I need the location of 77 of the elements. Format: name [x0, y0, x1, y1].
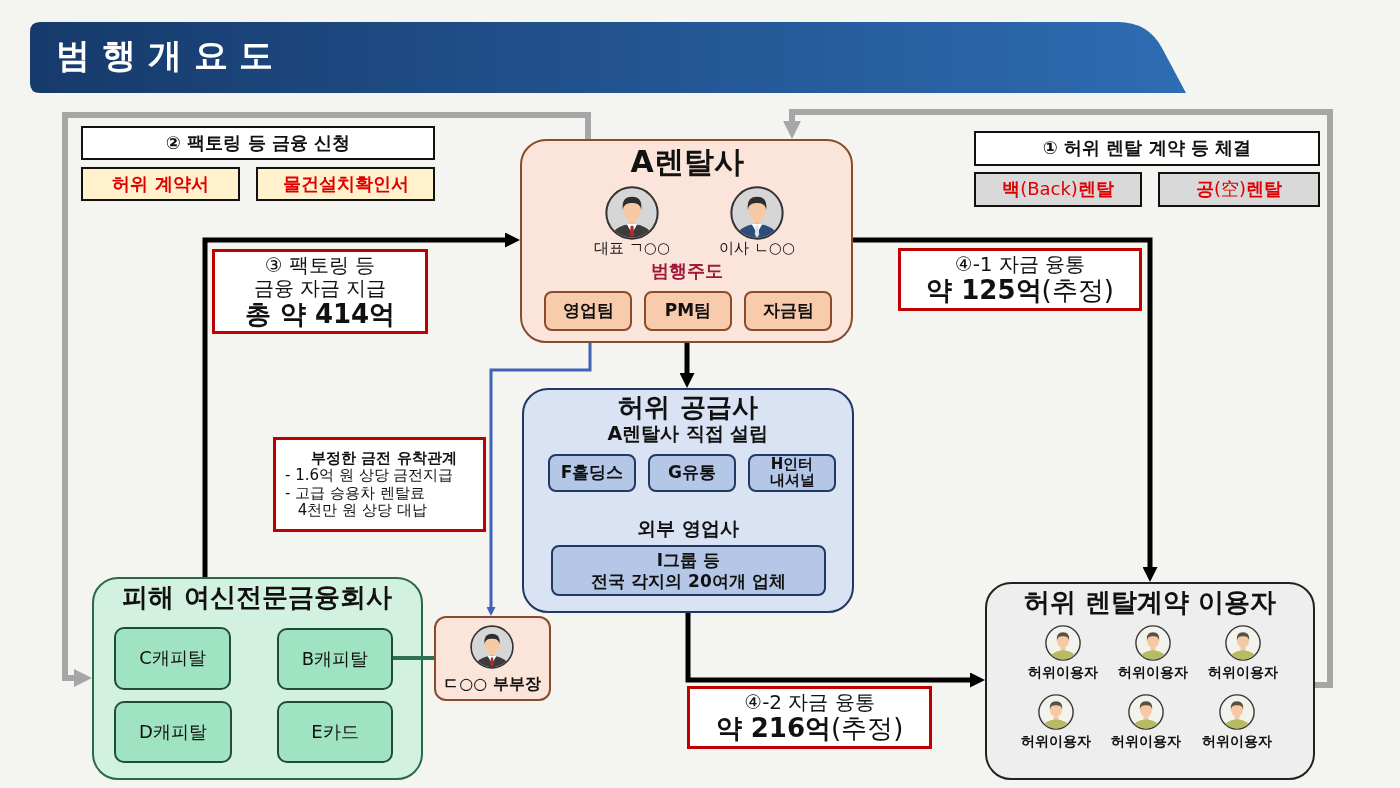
- amount-text: 총 약 414억: [244, 299, 396, 330]
- step-box: [974, 131, 1320, 166]
- label-text: 영업팀: [562, 301, 614, 321]
- amount-box: [212, 249, 428, 334]
- company-box: [277, 701, 393, 763]
- label-text: F홀딩스: [560, 463, 624, 483]
- label-text: PM팀: [664, 301, 712, 321]
- arrow: [679, 343, 695, 388]
- person-name: 대표 ㄱ○○: [594, 240, 670, 258]
- label-text: ④-1 자금 융통: [954, 253, 1086, 277]
- person-card: [434, 616, 551, 701]
- company-box: [114, 701, 232, 763]
- document-box: [81, 167, 240, 201]
- user-label: 허위이용자: [1028, 664, 1098, 681]
- company-box: [648, 454, 736, 492]
- document-box: [256, 167, 435, 201]
- arrow: [486, 343, 592, 616]
- user-label: 허위이용자: [1021, 733, 1091, 750]
- team-box: [744, 291, 832, 331]
- company-panel: [92, 577, 423, 780]
- person-name: ㄷ○○ 부부장: [443, 675, 541, 694]
- note-heading: 부정한 금전 유착관계: [311, 450, 457, 468]
- label-text: ④-2 자금 융통: [744, 691, 875, 715]
- amount-text: 약 216억(추정): [715, 714, 904, 744]
- arrow: [202, 232, 520, 577]
- note-text: - 고급 승용차 렌탈료 4천만 원 상당 대납: [285, 484, 427, 519]
- label-text: 허위 계약서: [112, 173, 209, 195]
- panel-title: A렌탈사: [630, 145, 744, 180]
- label-text: 물건설치확인서: [282, 173, 409, 195]
- label-text: 공(空)렌탈: [1195, 179, 1282, 200]
- company-box: [551, 545, 826, 596]
- company-box: [277, 628, 393, 690]
- type-box: [1158, 172, 1320, 207]
- label-text: ① 허위 렌탈 계약 등 체결: [1042, 138, 1252, 159]
- label-text: E카드: [311, 721, 359, 743]
- company-box: [548, 454, 636, 492]
- label-text: G유통: [668, 463, 716, 483]
- label-text: ② 팩토링 등 금융 신청: [165, 132, 351, 154]
- user-panel: [985, 582, 1315, 780]
- company-box: [114, 627, 231, 690]
- arrow: [62, 112, 591, 687]
- amount-box: [687, 686, 932, 749]
- panel-title: 허위 렌탈계약 이용자: [1023, 588, 1277, 618]
- label-text: 외부 영업사: [637, 518, 739, 540]
- note-box: [273, 437, 486, 532]
- panel-title: 피해 여신전문금융회사: [122, 583, 392, 613]
- label-text: D캐피탈: [139, 721, 207, 743]
- amount-box: [898, 248, 1142, 311]
- page-title: 범 행 개 요 도: [56, 36, 274, 76]
- label-text: B캐피탈: [301, 648, 369, 670]
- company-panel: [520, 139, 853, 343]
- label-text: 자금팀: [762, 301, 814, 321]
- company-panel: [522, 388, 854, 613]
- user-label: 허위이용자: [1111, 733, 1181, 750]
- label-text: ③ 팩토링 등 금융 자금 지급: [253, 253, 387, 300]
- label-text: I그룹 등 전국 각지의 20여개 업체: [591, 550, 786, 591]
- type-box: [974, 172, 1142, 207]
- step-box: [81, 126, 435, 160]
- team-box: [544, 291, 632, 331]
- connector-line: [393, 656, 434, 660]
- label-text: C캐피탈: [139, 648, 206, 669]
- arrow: [853, 237, 1158, 582]
- person-name: 이사 ㄴ○○: [719, 240, 795, 258]
- panel-title: 허위 공급사: [618, 393, 758, 423]
- user-label: 허위이용자: [1202, 733, 1272, 750]
- team-box: [644, 291, 732, 331]
- user-label: 허위이용자: [1208, 664, 1278, 681]
- arrow: [685, 613, 985, 688]
- label-text: H인터 내셔널: [769, 457, 815, 489]
- label-text: 백(Back)렌탈: [1002, 179, 1114, 200]
- label-text: 범행주도: [651, 261, 723, 282]
- arrow: [783, 109, 1333, 688]
- note-text: - 1.6억 원 상당 금전지급: [285, 467, 454, 485]
- label-text: A렌탈사 직접 설립: [607, 423, 769, 445]
- company-box: [748, 454, 836, 492]
- amount-text: 약 125억(추정): [926, 276, 1114, 306]
- user-label: 허위이용자: [1118, 664, 1188, 681]
